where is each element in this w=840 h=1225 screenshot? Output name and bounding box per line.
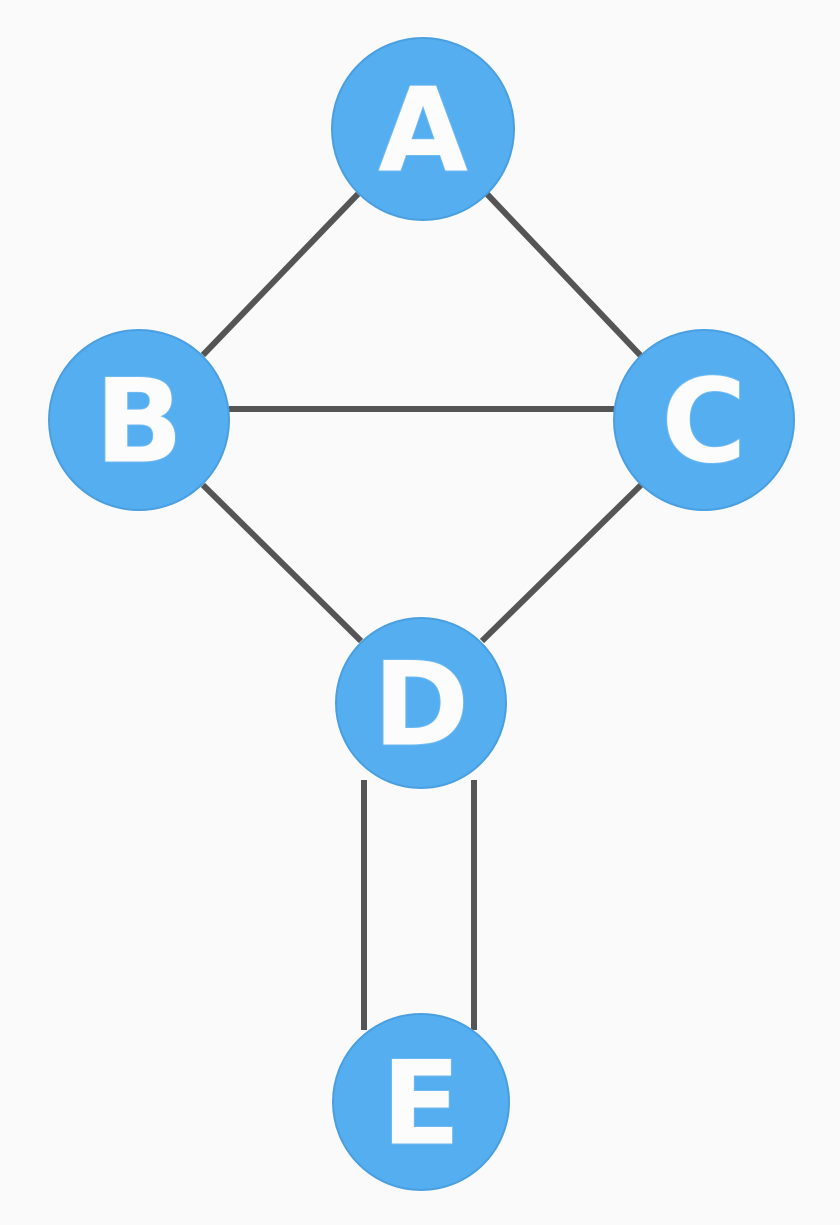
nodes-layer: A B C D E: [48, 37, 795, 1191]
edge-a-b[interactable]: [200, 191, 361, 358]
node-a[interactable]: A: [331, 37, 515, 221]
node-d[interactable]: D: [335, 617, 507, 789]
node-label-b: B: [95, 355, 183, 490]
node-label-e: E: [381, 1037, 460, 1172]
edges-layer: [200, 191, 644, 1030]
node-label-c: C: [661, 355, 746, 490]
edge-a-c[interactable]: [484, 191, 644, 359]
node-e[interactable]: E: [332, 1013, 510, 1191]
node-c[interactable]: C: [613, 329, 795, 511]
node-circle-c[interactable]: [613, 329, 795, 511]
node-circle-a[interactable]: [331, 37, 515, 221]
node-label-d: D: [373, 638, 469, 773]
node-circle-d[interactable]: [335, 617, 507, 789]
edge-c-d[interactable]: [479, 482, 644, 644]
node-circle-e[interactable]: [332, 1013, 510, 1191]
node-b[interactable]: B: [48, 329, 230, 511]
edge-b-d[interactable]: [200, 482, 364, 644]
node-circle-b[interactable]: [48, 329, 230, 511]
node-label-a: A: [378, 64, 468, 199]
